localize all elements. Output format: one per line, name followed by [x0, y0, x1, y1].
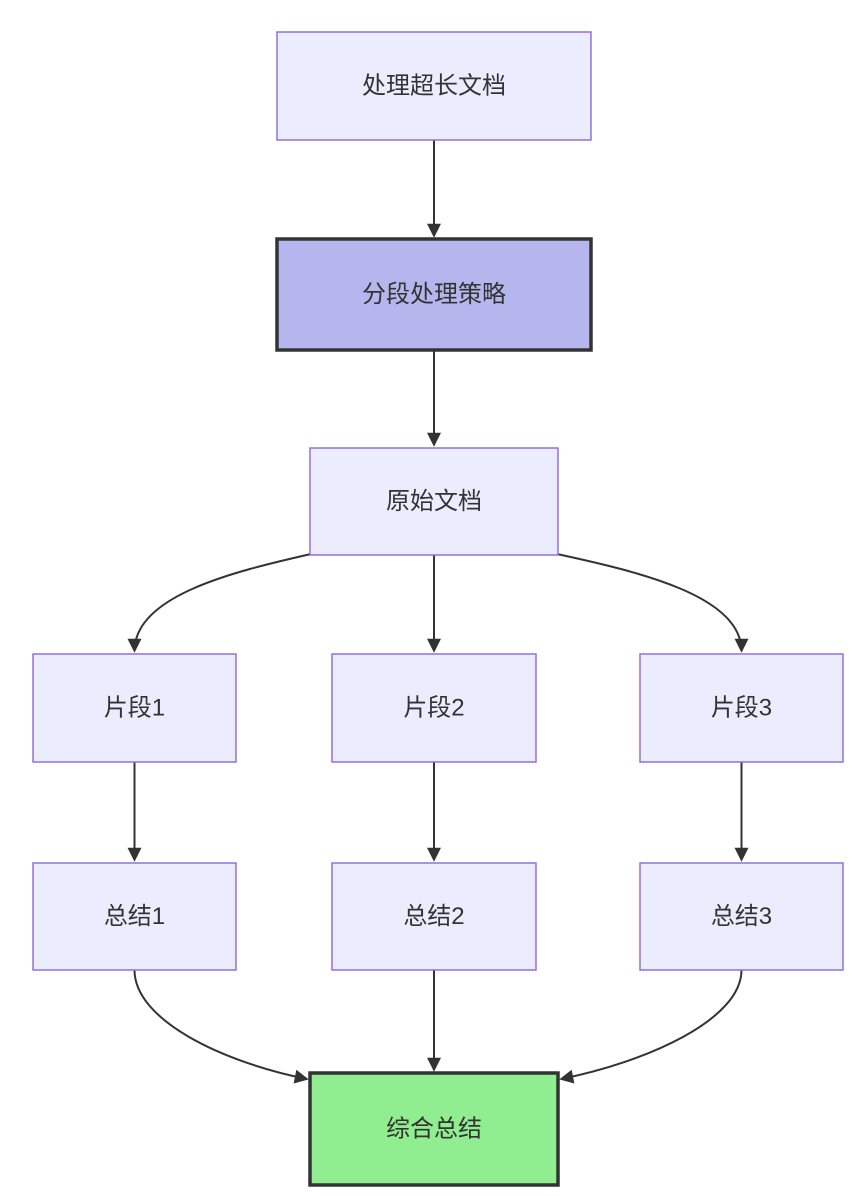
node-D3: 片段3	[639, 653, 844, 763]
node-E2-box	[331, 862, 537, 971]
node-E1-label: 总结1	[104, 903, 165, 930]
node-C-box	[309, 447, 559, 556]
node-E2-label: 总结2	[403, 903, 464, 930]
edges-layer	[127, 140, 749, 1084]
node-E3: 总结3	[639, 862, 844, 971]
node-D1-box	[32, 653, 237, 763]
node-D2-label: 片段2	[403, 695, 464, 722]
edge-C-D1	[127, 553, 312, 653]
node-E1: 总结1	[32, 862, 237, 971]
node-D3-label: 片段3	[711, 695, 772, 722]
node-D2-box	[331, 653, 537, 763]
node-F-box	[308, 1071, 560, 1187]
node-D1-label: 片段1	[104, 695, 165, 722]
edge-C-D3	[556, 553, 749, 653]
node-E3-label: 总结3	[711, 903, 772, 930]
node-B: 分段处理策略	[275, 237, 593, 352]
node-C: 原始文档	[309, 447, 559, 556]
edge-E1-F	[133, 969, 309, 1084]
node-E2: 总结2	[331, 862, 537, 971]
node-D1: 片段1	[32, 653, 237, 763]
node-A-label: 处理超长文档	[362, 73, 506, 100]
node-C-label: 原始文档	[386, 488, 482, 515]
node-E1-box	[32, 862, 237, 971]
node-A: 处理超长文档	[276, 31, 592, 141]
node-F-label: 综合总结	[386, 1116, 482, 1143]
node-F: 综合总结	[308, 1071, 560, 1187]
node-B-box	[275, 237, 593, 352]
edge-E3-F	[559, 969, 743, 1084]
node-E3-box	[639, 862, 844, 971]
node-D3-box	[639, 653, 844, 763]
node-A-box	[276, 31, 592, 141]
node-B-label: 分段处理策略	[362, 281, 506, 308]
node-D2: 片段2	[331, 653, 537, 763]
